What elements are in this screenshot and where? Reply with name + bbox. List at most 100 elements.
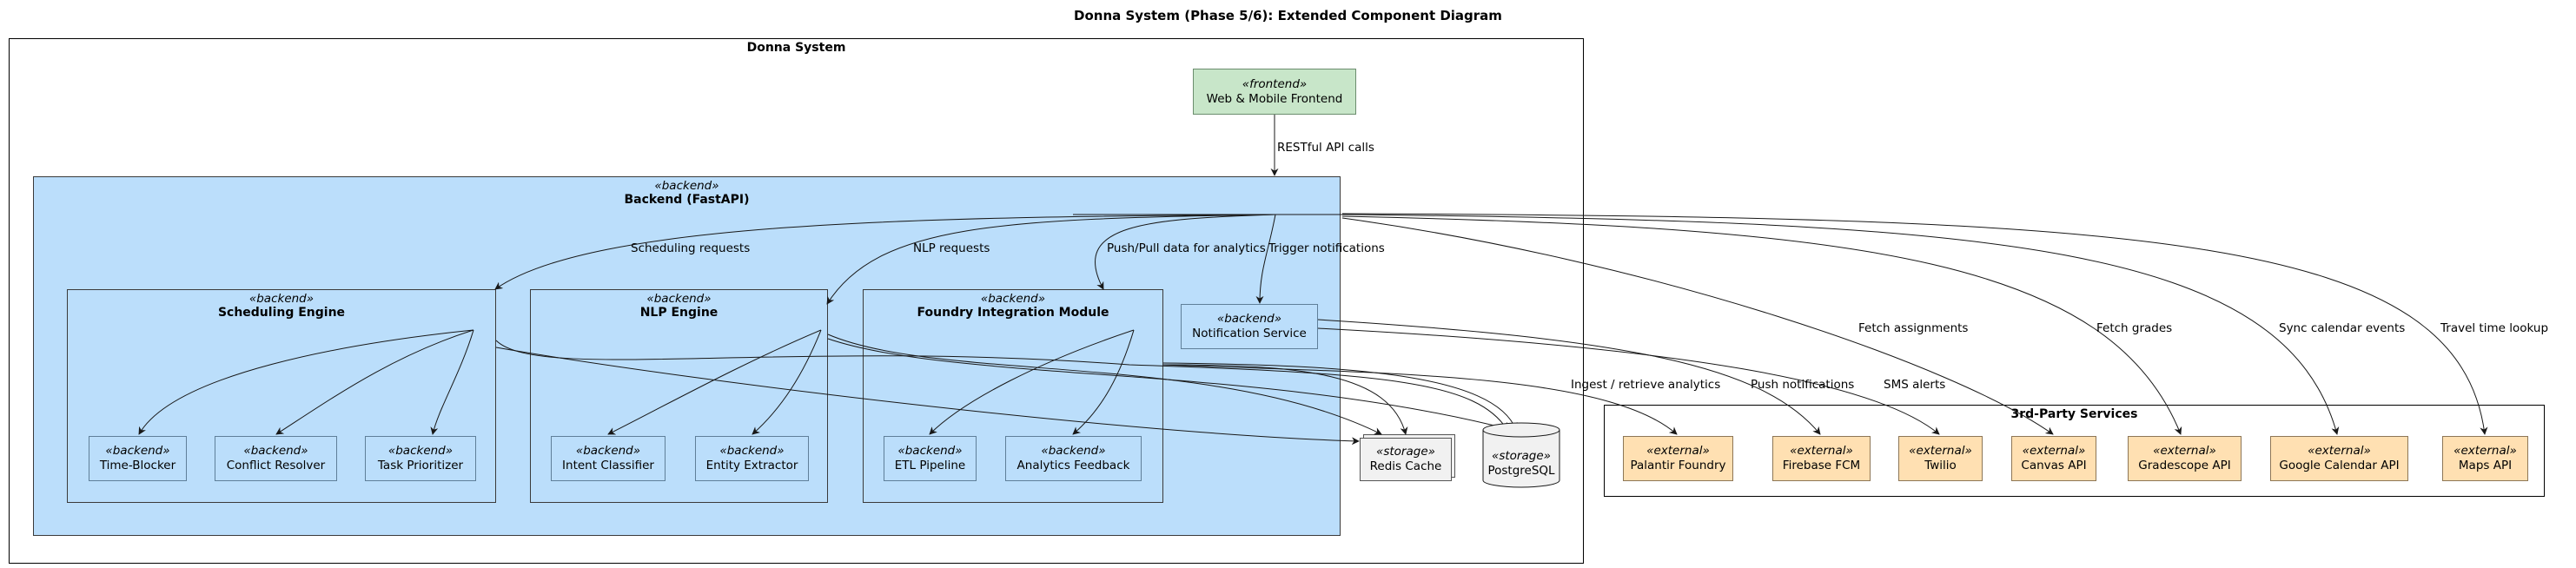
- edge-nlp-pg: [827, 338, 1513, 433]
- redis-name: Redis Cache: [1369, 459, 1442, 473]
- analytics-feedback-component: «backend» Analytics Feedback: [1005, 436, 1142, 481]
- backend-stereotype: «backend»: [654, 179, 719, 193]
- frontend-stereotype: «frontend»: [1242, 76, 1308, 91]
- label-scheduling-requests: Scheduling requests: [631, 241, 751, 255]
- analytics-feedback-stereotype: «backend»: [1041, 444, 1106, 458]
- palantir-stereotype: «external»: [1646, 444, 1710, 458]
- palantir-name: Palantir Foundry: [1630, 459, 1726, 472]
- third-party-package: 3rd-Party Services: [1604, 405, 2545, 497]
- entity-extractor-component: «backend» Entity Extractor: [695, 436, 809, 481]
- third-party-label: 3rd-Party Services: [2010, 407, 2138, 421]
- conflict-resolver-stereotype: «backend»: [243, 444, 308, 458]
- palantir-foundry-component: «external» Palantir Foundry: [1623, 436, 1733, 481]
- etl-pipeline-component: «backend» ETL Pipeline: [884, 436, 977, 481]
- entity-extractor-name: Entity Extractor: [705, 459, 798, 472]
- backend-label: «backend» Backend (FastAPI): [34, 179, 1340, 207]
- etl-pipeline-name: ETL Pipeline: [894, 459, 966, 472]
- canvas-name: Canvas API: [2021, 459, 2087, 472]
- edge-fnd-pg: [1162, 362, 1518, 431]
- edge-fnd-etl: [929, 329, 1135, 435]
- edge-fnd-af: [1072, 329, 1135, 435]
- analytics-feedback-name: Analytics Feedback: [1016, 459, 1130, 472]
- edge-nlp-ee: [752, 329, 822, 435]
- google-calendar-api-component: «external» Google Calendar API: [2270, 436, 2408, 481]
- donna-system-label: Donna System: [746, 41, 846, 55]
- nlp-engine-stereotype: «backend»: [646, 292, 712, 306]
- edge-sched-cr: [275, 329, 474, 435]
- gradescope-api-component: «external» Gradescope API: [2128, 436, 2242, 481]
- scheduling-engine-name: Scheduling Engine: [217, 306, 346, 320]
- task-prioritizer-stereotype: «backend»: [387, 444, 454, 458]
- label-push-pull: Push/Pull data for analytics: [1107, 241, 1266, 255]
- label-ingest: Ingest / retrieve analytics: [1571, 378, 1721, 392]
- time-blocker-stereotype: «backend»: [105, 444, 170, 458]
- notification-service-component: «backend» Notification Service: [1181, 304, 1318, 349]
- postgresql-database: [1482, 422, 1560, 488]
- canvas-api-component: «external» Canvas API: [2011, 436, 2096, 481]
- postgresql-component: «storage» PostgreSQL: [1483, 446, 1560, 482]
- firebase-name: Firebase FCM: [1782, 459, 1861, 472]
- edge-nlp: [826, 214, 1276, 305]
- gradescope-name: Gradescope API: [2138, 459, 2231, 472]
- canvas-stereotype: «external»: [2022, 444, 2086, 458]
- twilio-component: «external» Twilio: [1898, 436, 1983, 481]
- foundry-module-stereotype: «backend»: [980, 292, 1046, 306]
- diagram-title: Donna System (Phase 5/6): Extended Compo…: [1074, 8, 1502, 23]
- intent-classifier-stereotype: «backend»: [575, 444, 641, 458]
- task-prioritizer-name: Task Prioritizer: [377, 459, 464, 472]
- postgres-name: PostgreSQL: [1487, 464, 1555, 478]
- conflict-resolver-name: Conflict Resolver: [226, 459, 326, 472]
- edge-foundry: [1095, 214, 1276, 290]
- edge-maps: [1341, 213, 2488, 435]
- frontend-component: «frontend» Web & Mobile Frontend: [1193, 69, 1356, 115]
- donna-system-package: Donna System: [9, 38, 1584, 564]
- edge-fnd-redis: [1162, 364, 1408, 435]
- edge-gcal: [1341, 214, 2340, 435]
- gcal-name: Google Calendar API: [2279, 459, 2400, 472]
- etl-pipeline-stereotype: «backend»: [897, 444, 963, 458]
- backend-name: Backend (FastAPI): [624, 193, 750, 207]
- notification-name: Notification Service: [1192, 327, 1307, 340]
- task-prioritizer-component: «backend» Task Prioritizer: [365, 436, 476, 481]
- edge-sched-tb: [138, 329, 474, 435]
- edge-push: [1317, 319, 1821, 435]
- edge-sched-tp: [430, 329, 474, 435]
- label-nlp-requests: NLP requests: [913, 241, 990, 255]
- label-fetch-grades: Fetch grades: [2096, 321, 2173, 335]
- gcal-stereotype: «external»: [2308, 444, 2371, 458]
- nlp-engine-label: «backend» NLP Engine: [531, 292, 827, 320]
- conflict-resolver-component: «backend» Conflict Resolver: [215, 436, 337, 481]
- twilio-name: Twilio: [1924, 459, 1957, 472]
- label-sync-calendar: Sync calendar events: [2279, 321, 2406, 335]
- edge-sms: [1317, 327, 1940, 435]
- maps-stereotype: «external»: [2453, 444, 2517, 458]
- postgres-stereotype: «storage»: [1492, 449, 1551, 463]
- edge-sched-pg: [495, 340, 1508, 431]
- foundry-module-name: Foundry Integration Module: [917, 306, 1109, 320]
- frontend-name: Web & Mobile Frontend: [1206, 91, 1343, 106]
- firebase-fcm-component: «external» Firebase FCM: [1772, 436, 1871, 481]
- label-restful: RESTful API calls: [1277, 141, 1374, 155]
- scheduling-engine-stereotype: «backend»: [248, 292, 315, 306]
- edge-nlp-redis: [827, 334, 1382, 435]
- foundry-module-label: «backend» Foundry Integration Module: [864, 292, 1162, 320]
- label-travel-time: Travel time lookup: [2440, 321, 2549, 335]
- label-fetch-assignments: Fetch assignments: [1858, 321, 1969, 335]
- intent-classifier-component: «backend» Intent Classifier: [551, 436, 666, 481]
- maps-api-component: «external» Maps API: [2442, 436, 2528, 481]
- maps-name: Maps API: [2458, 459, 2513, 472]
- edge-scheduling: [494, 214, 1276, 290]
- redis-cache-component: «storage» Redis Cache: [1360, 438, 1452, 481]
- label-push-notifications: Push notifications: [1751, 378, 1855, 392]
- edge-canvas: [1341, 217, 2054, 435]
- label-sms-alerts: SMS alerts: [1884, 378, 1946, 392]
- scheduling-engine-label: «backend» Scheduling Engine: [68, 292, 495, 320]
- time-blocker-component: «backend» Time-Blocker: [89, 436, 187, 481]
- twilio-stereotype: «external»: [1909, 444, 1972, 458]
- gradescope-stereotype: «external»: [2153, 444, 2216, 458]
- edge-gradescope: [1341, 215, 2182, 435]
- nlp-engine-name: NLP Engine: [639, 306, 718, 320]
- edge-notify: [1255, 214, 1276, 304]
- edge-ingest: [1162, 364, 1678, 435]
